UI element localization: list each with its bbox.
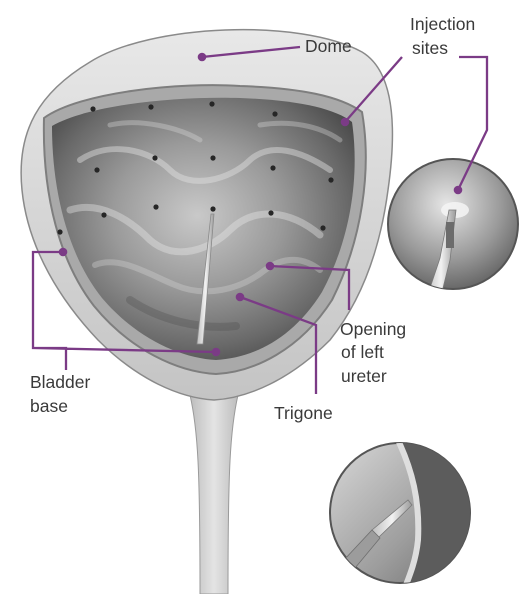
wall-section-inset: [330, 440, 470, 590]
injection-detail-inset: [388, 159, 518, 300]
bladder-base-label-line1: Bladder: [30, 372, 90, 392]
urethra: [190, 395, 238, 594]
dome-label: Dome: [305, 36, 352, 56]
injection-label-line1: Injection: [410, 14, 475, 34]
opening-label-line1: Opening: [340, 319, 406, 339]
opening-label-line2: of left: [341, 342, 384, 362]
opening-label-line3: ureter: [341, 366, 387, 386]
trigone-label: Trigone: [274, 403, 333, 423]
bladder-base-label-line2: base: [30, 396, 68, 416]
injection-label-line2: sites: [412, 38, 448, 58]
